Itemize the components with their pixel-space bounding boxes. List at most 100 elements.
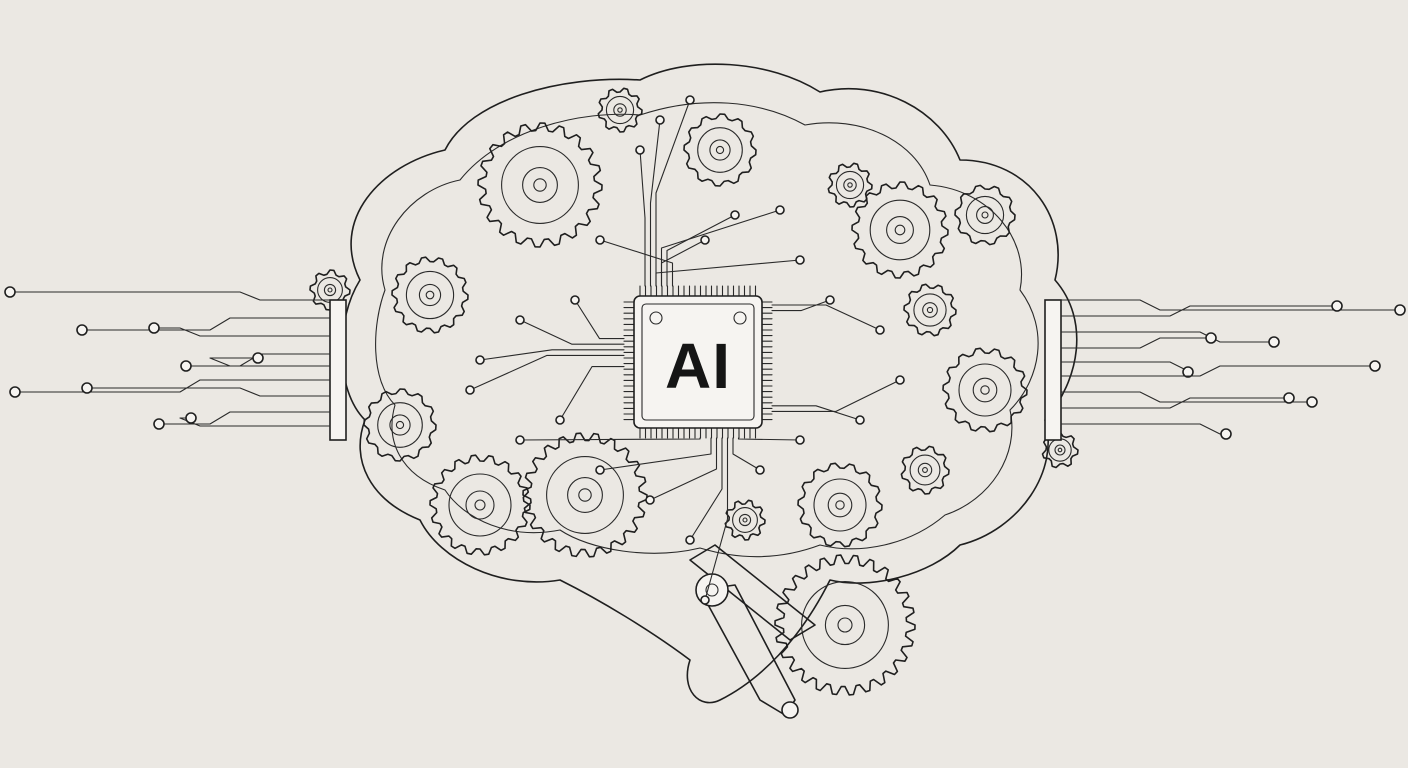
circuit-trace-icon [704,437,729,601]
circuit-trace-icon [479,349,625,361]
trace-node [635,145,645,155]
chip-inner-border [641,303,755,421]
circuit-trace-icon [771,379,901,412]
circuit-trace-icon [179,417,331,427]
trace-node [1283,392,1295,404]
circuit-traces [465,95,905,605]
circuit-trace-icon [519,437,701,441]
gear-hub [709,139,731,161]
trace-node [570,295,580,305]
circuit-trace-icon [519,319,625,345]
circuit-trace-icon [737,437,801,441]
gear-ring [732,507,758,533]
gear-axle [980,385,990,395]
gear-hub [827,492,853,518]
gear-ring [913,293,947,327]
gear-icon [477,122,603,248]
circuit-trace-icon [649,119,661,287]
trace-node [1205,332,1217,344]
gear-axle [835,500,845,510]
trace-node [595,235,605,245]
trace-node [1331,300,1343,312]
gear-ring [1048,438,1072,462]
gear-axle [981,211,989,219]
circuit-trace-icon [639,149,646,287]
gear-icon [597,87,643,133]
circuit-trace-icon [81,317,331,331]
gear-hub [886,216,914,244]
gear-icon [903,283,957,337]
gear-icon [522,432,648,558]
circuit-trace-icon [1060,391,1313,403]
gear-icon [363,388,437,462]
gear-hub [389,414,411,436]
circuit-trace-icon [655,259,801,287]
trace-node [1268,336,1280,348]
gear-icon [942,347,1028,433]
gear-axle [1057,447,1063,453]
gear-axle [894,224,906,236]
trace-node [1220,428,1232,440]
trace-node [252,352,264,364]
trace-node [595,465,605,475]
circuit-trace-icon [1060,423,1227,435]
gear-axle [847,182,853,188]
processor-chip-icon: AI [623,285,773,439]
trace-node [148,322,160,334]
gear-hub [738,513,752,527]
gear-hub [567,477,603,513]
circuit-trace-icon [689,437,723,541]
gear-axle [926,306,934,314]
gear-icon [429,454,531,556]
circuit-trace-icon [469,354,625,391]
trace-node [1369,360,1381,372]
circuit-trace-icon [185,353,331,367]
gear-ring [813,478,867,532]
gear-icon [797,462,883,548]
circuit-trace-icon [1060,397,1290,409]
trace-node [1182,366,1194,378]
gear-ring [317,277,343,303]
gear-icon [683,113,757,187]
chip-corner-mark [733,311,747,325]
trace-node [895,375,905,385]
gear-axle [327,287,333,293]
circuit-trace-icon [666,214,736,287]
gear-layer [309,87,1079,719]
arm-joint-pin [705,583,719,597]
circuit-trace-icon [1060,365,1376,377]
gear-ring [869,199,931,261]
trace-node [700,235,710,245]
gear-axle [533,178,547,192]
circuit-trace-icon [732,437,761,471]
gear-icon [724,499,766,541]
circuit-trace-icon [1060,305,1338,317]
gear-ring [958,363,1012,417]
trace-node [655,115,665,125]
trace-node [555,415,565,425]
trace-node [515,435,525,445]
gear-icon [1041,431,1079,469]
trace-node [76,324,88,336]
circuit-trace-icon [1060,337,1212,349]
trace-node [700,595,710,605]
gear-ring [501,146,579,224]
circuit-trace-icon [771,299,831,312]
circuit-trace-icon [209,357,331,367]
gear-ring [605,95,635,125]
gear-hub [922,302,938,318]
gear-icon [954,184,1016,246]
trace-node [795,435,805,445]
trace-node [475,355,485,365]
circuit-trace-icon [158,411,331,425]
gear-ring [909,454,941,486]
gear-ring [546,456,624,534]
gear-hub [917,462,933,478]
trace-node [153,418,165,430]
left-connector [329,299,347,441]
circuit-trace-icon [1060,299,1401,311]
trace-node [1394,304,1406,316]
trace-node [685,95,695,105]
gear-ring [697,127,743,173]
gear-icon [851,181,949,279]
